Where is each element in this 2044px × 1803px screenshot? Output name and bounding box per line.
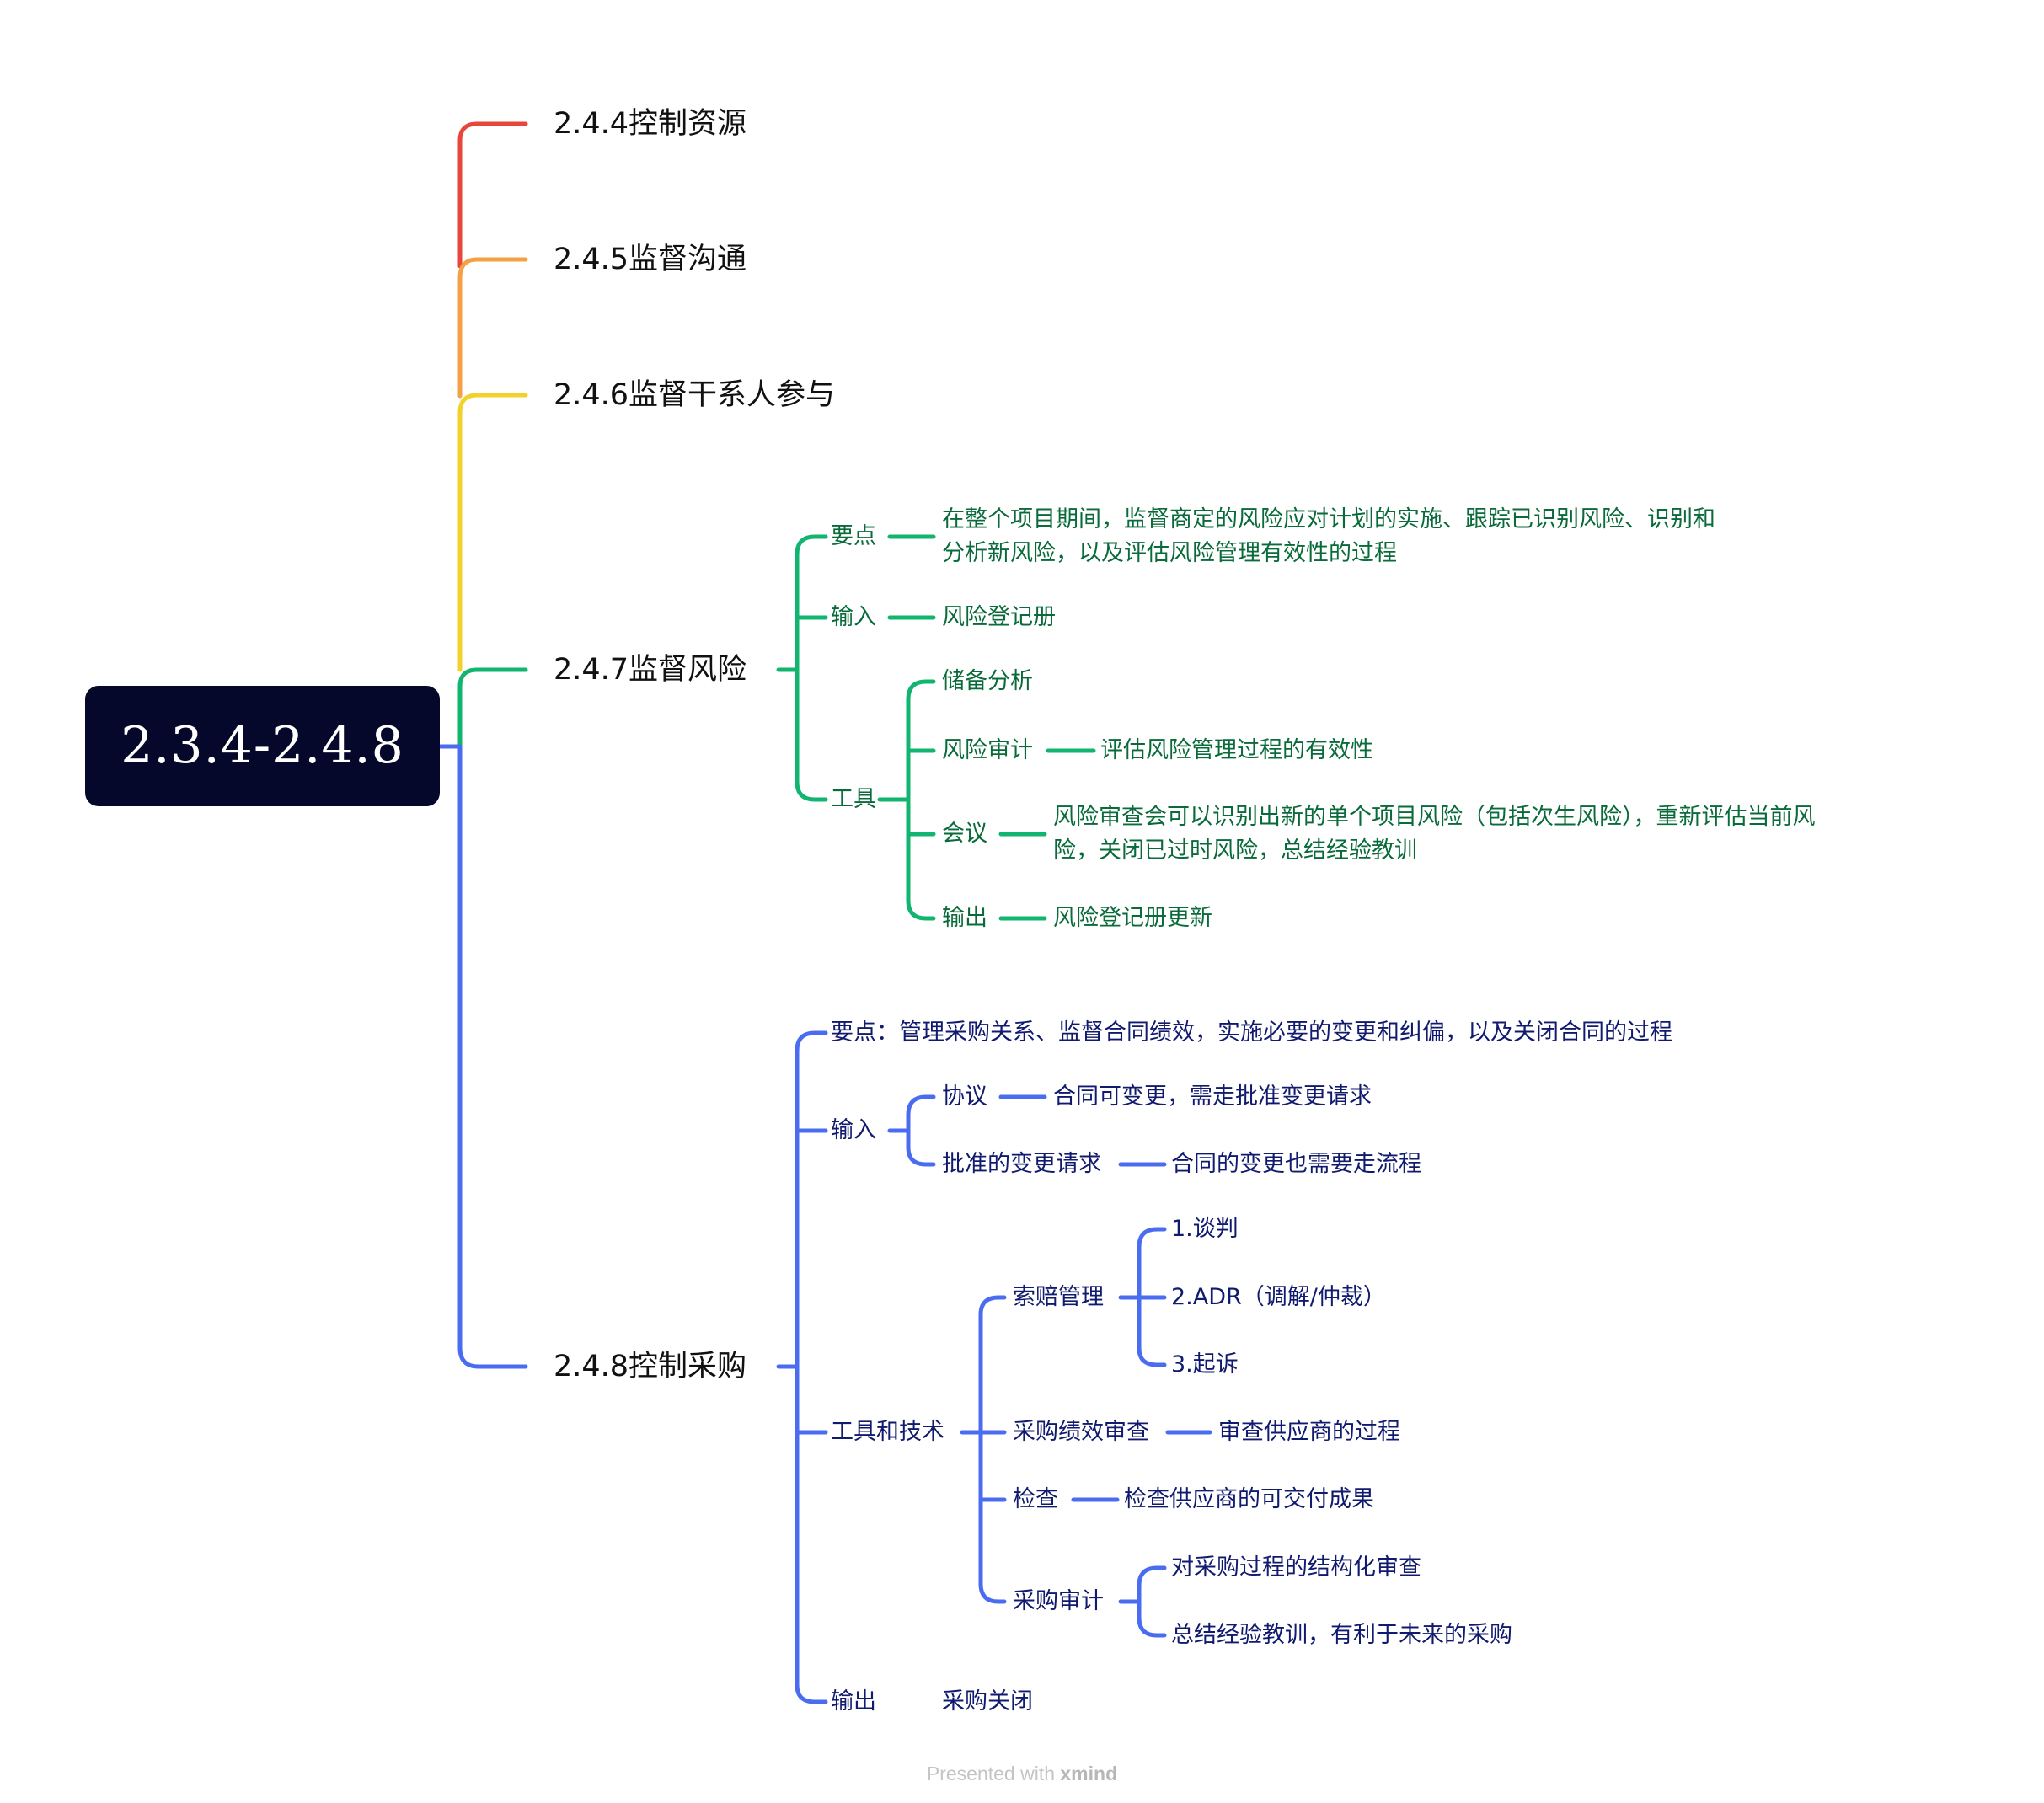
proc-performance-review-detail: 审查供应商的过程 bbox=[1218, 1419, 1400, 1445]
proc-agreement-detail: 合同可变更，需走批准变更请求 bbox=[1053, 1083, 1372, 1110]
link-monitor-communication bbox=[457, 257, 528, 399]
risk-input-detail: 风险登记册 bbox=[942, 604, 1056, 630]
risk-meetings-node[interactable]: 会议 bbox=[942, 821, 987, 847]
link-proc-approved bbox=[906, 1128, 936, 1167]
proc-output-detail: 采购关闭 bbox=[942, 1688, 1033, 1715]
risk-keypoints-detail-line2: 分析新风险，以及评估风险管理有效性的过程 bbox=[942, 540, 1397, 566]
risk-audit-detail: 评估风险管理过程的有效性 bbox=[1100, 737, 1373, 763]
link-proc-audit-2 bbox=[1137, 1599, 1167, 1638]
proc-approved-change-node[interactable]: 批准的变更请求 bbox=[942, 1151, 1101, 1177]
risk-output-detail: 风险登记册更新 bbox=[1053, 905, 1212, 931]
branch-control-resources[interactable]: 2.4.4控制资源 bbox=[554, 107, 747, 141]
risk-reserve-analysis[interactable]: 储备分析 bbox=[942, 668, 1033, 694]
link-proc-audit-1 bbox=[1137, 1565, 1167, 1604]
proc-claims-node[interactable]: 索赔管理 bbox=[1013, 1284, 1104, 1310]
link-control-resources bbox=[457, 121, 528, 269]
proc-claims-item-adr: 2.ADR（调解/仲裁） bbox=[1171, 1284, 1386, 1310]
link-control-procurement bbox=[438, 744, 528, 1369]
proc-inspection-detail: 检查供应商的可交付成果 bbox=[1124, 1486, 1374, 1512]
link-proc-claims-1 bbox=[1137, 1227, 1167, 1300]
proc-performance-review-node[interactable]: 采购绩效审查 bbox=[1013, 1419, 1149, 1445]
proc-agreement-node[interactable]: 协议 bbox=[942, 1083, 987, 1110]
root-node[interactable] bbox=[85, 686, 440, 806]
risk-output-node[interactable]: 输出 bbox=[942, 905, 987, 931]
proc-output-node[interactable]: 输出 bbox=[831, 1688, 876, 1715]
proc-claims-item-litigation: 3.起诉 bbox=[1171, 1351, 1239, 1378]
link-proc-keypoints bbox=[795, 1030, 828, 1369]
risk-meetings-detail-line1: 风险审查会可以识别出新的单个项目风险（包括次生风险），重新评估当前风 bbox=[1053, 804, 1816, 830]
branch-monitor-communication[interactable]: 2.4.5监督沟通 bbox=[554, 243, 747, 276]
link-monitor-risk bbox=[457, 667, 528, 748]
presented-with-footer: Presented with xmind bbox=[0, 1763, 2044, 1785]
link-risk-reserve bbox=[906, 679, 936, 802]
xmind-brand: xmind bbox=[1060, 1763, 1118, 1784]
proc-tools-node[interactable]: 工具和技术 bbox=[831, 1419, 944, 1445]
footer-prefix: Presented with bbox=[926, 1763, 1061, 1784]
link-proc-output bbox=[795, 1364, 828, 1704]
link-monitor-stakeholder bbox=[457, 393, 528, 672]
link-proc-audit bbox=[978, 1430, 1007, 1604]
proc-audit-item-structured-review: 对采购过程的结构化审查 bbox=[1171, 1554, 1421, 1581]
branch-control-procurement[interactable]: 2.4.8控制采购 bbox=[554, 1350, 747, 1383]
link-proc-claims bbox=[978, 1295, 1007, 1435]
risk-tools-node[interactable]: 工具 bbox=[831, 786, 876, 812]
risk-keypoints-detail-line1: 在整个项目期间，监督商定的风险应对计划的实施、跟踪已识别风险、识别和 bbox=[942, 506, 1715, 532]
proc-claims-item-negotiation: 1.谈判 bbox=[1171, 1216, 1239, 1242]
root-label: 2.3.4-2.4.8 bbox=[120, 716, 404, 775]
link-risk-output bbox=[906, 797, 936, 921]
proc-audit-item-lessons: 总结经验教训，有利于未来的采购 bbox=[1171, 1622, 1512, 1648]
branch-monitor-risk[interactable]: 2.4.7监督风险 bbox=[554, 653, 747, 687]
proc-audit-node[interactable]: 采购审计 bbox=[1013, 1588, 1104, 1614]
proc-inspection-node[interactable]: 检查 bbox=[1013, 1486, 1058, 1512]
proc-approved-change-detail: 合同的变更也需要走流程 bbox=[1171, 1151, 1421, 1177]
risk-audit-node[interactable]: 风险审计 bbox=[942, 737, 1033, 763]
risk-keypoints-node[interactable]: 要点 bbox=[831, 523, 876, 549]
proc-input-node[interactable]: 输入 bbox=[831, 1117, 876, 1143]
link-risk-keypoints bbox=[795, 534, 828, 672]
risk-input-node[interactable]: 输入 bbox=[831, 604, 876, 630]
link-proc-agreement bbox=[906, 1094, 936, 1133]
link-risk-tools bbox=[795, 667, 828, 802]
risk-meetings-detail-line2: 险，关闭已过时风险，总结经验教训 bbox=[1053, 837, 1417, 864]
branch-monitor-stakeholder[interactable]: 2.4.6监督干系人参与 bbox=[554, 378, 836, 412]
link-proc-claims-3 bbox=[1137, 1295, 1167, 1367]
proc-keypoints-node[interactable]: 要点：管理采购关系、监督合同绩效，实施必要的变更和纠偏，以及关闭合同的过程 bbox=[831, 1019, 1672, 1046]
